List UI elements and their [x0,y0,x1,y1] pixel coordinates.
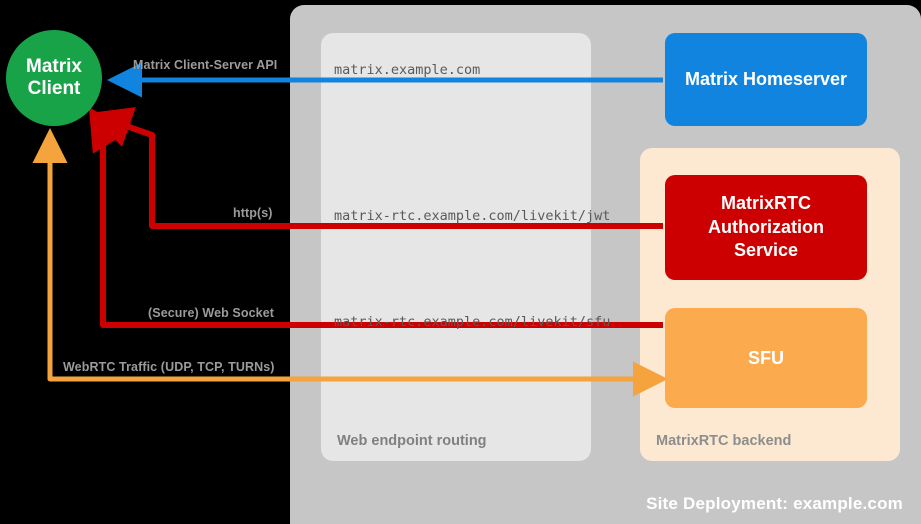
node-matrix-homeserver[interactable]: Matrix Homeserver [665,33,867,126]
flow-label-webrtc: WebRTC Traffic (UDP, TCP, TURNs) [63,360,275,374]
web-endpoint-routing-label: Web endpoint routing [337,433,487,449]
node-sfu[interactable]: SFU [665,308,867,408]
node-matrix-client-line2: Client [27,78,81,99]
node-matrix-client-line1: Matrix [26,55,82,77]
endpoint-label-jwt: matrix-rtc.example.com/livekit/jwt [334,208,611,224]
node-matrixrtc-authorization-service[interactable]: MatrixRTC Authorization Service [665,175,867,280]
flow-label-cs-api: Matrix Client-Server API [133,58,278,72]
flow-label-websocket: (Secure) Web Socket [148,306,275,320]
web-endpoint-routing-group: Web endpoint routing [321,33,591,461]
flow-line-websocket [88,106,663,328]
node-auth-line1: MatrixRTC [720,193,811,214]
node-sfu-label: SFU [748,347,784,368]
node-auth-line2: Authorization [708,216,824,237]
node-matrix-client[interactable]: Matrix Client [6,30,102,126]
flow-label-https: http(s) [233,206,273,220]
node-auth-line3: Service [733,240,799,261]
endpoint-label-matrix: matrix.example.com [334,62,481,78]
endpoint-label-sfu: matrix-rtc.example.com/livekit/sfu [334,314,611,330]
flow-line-webrtc [32,128,663,382]
site-deployment-label: Site Deployment: example.com [646,494,903,513]
matrixrtc-backend-label: MatrixRTC backend [656,433,792,449]
node-matrix-homeserver-label: Matrix Homeserver [684,69,848,89]
